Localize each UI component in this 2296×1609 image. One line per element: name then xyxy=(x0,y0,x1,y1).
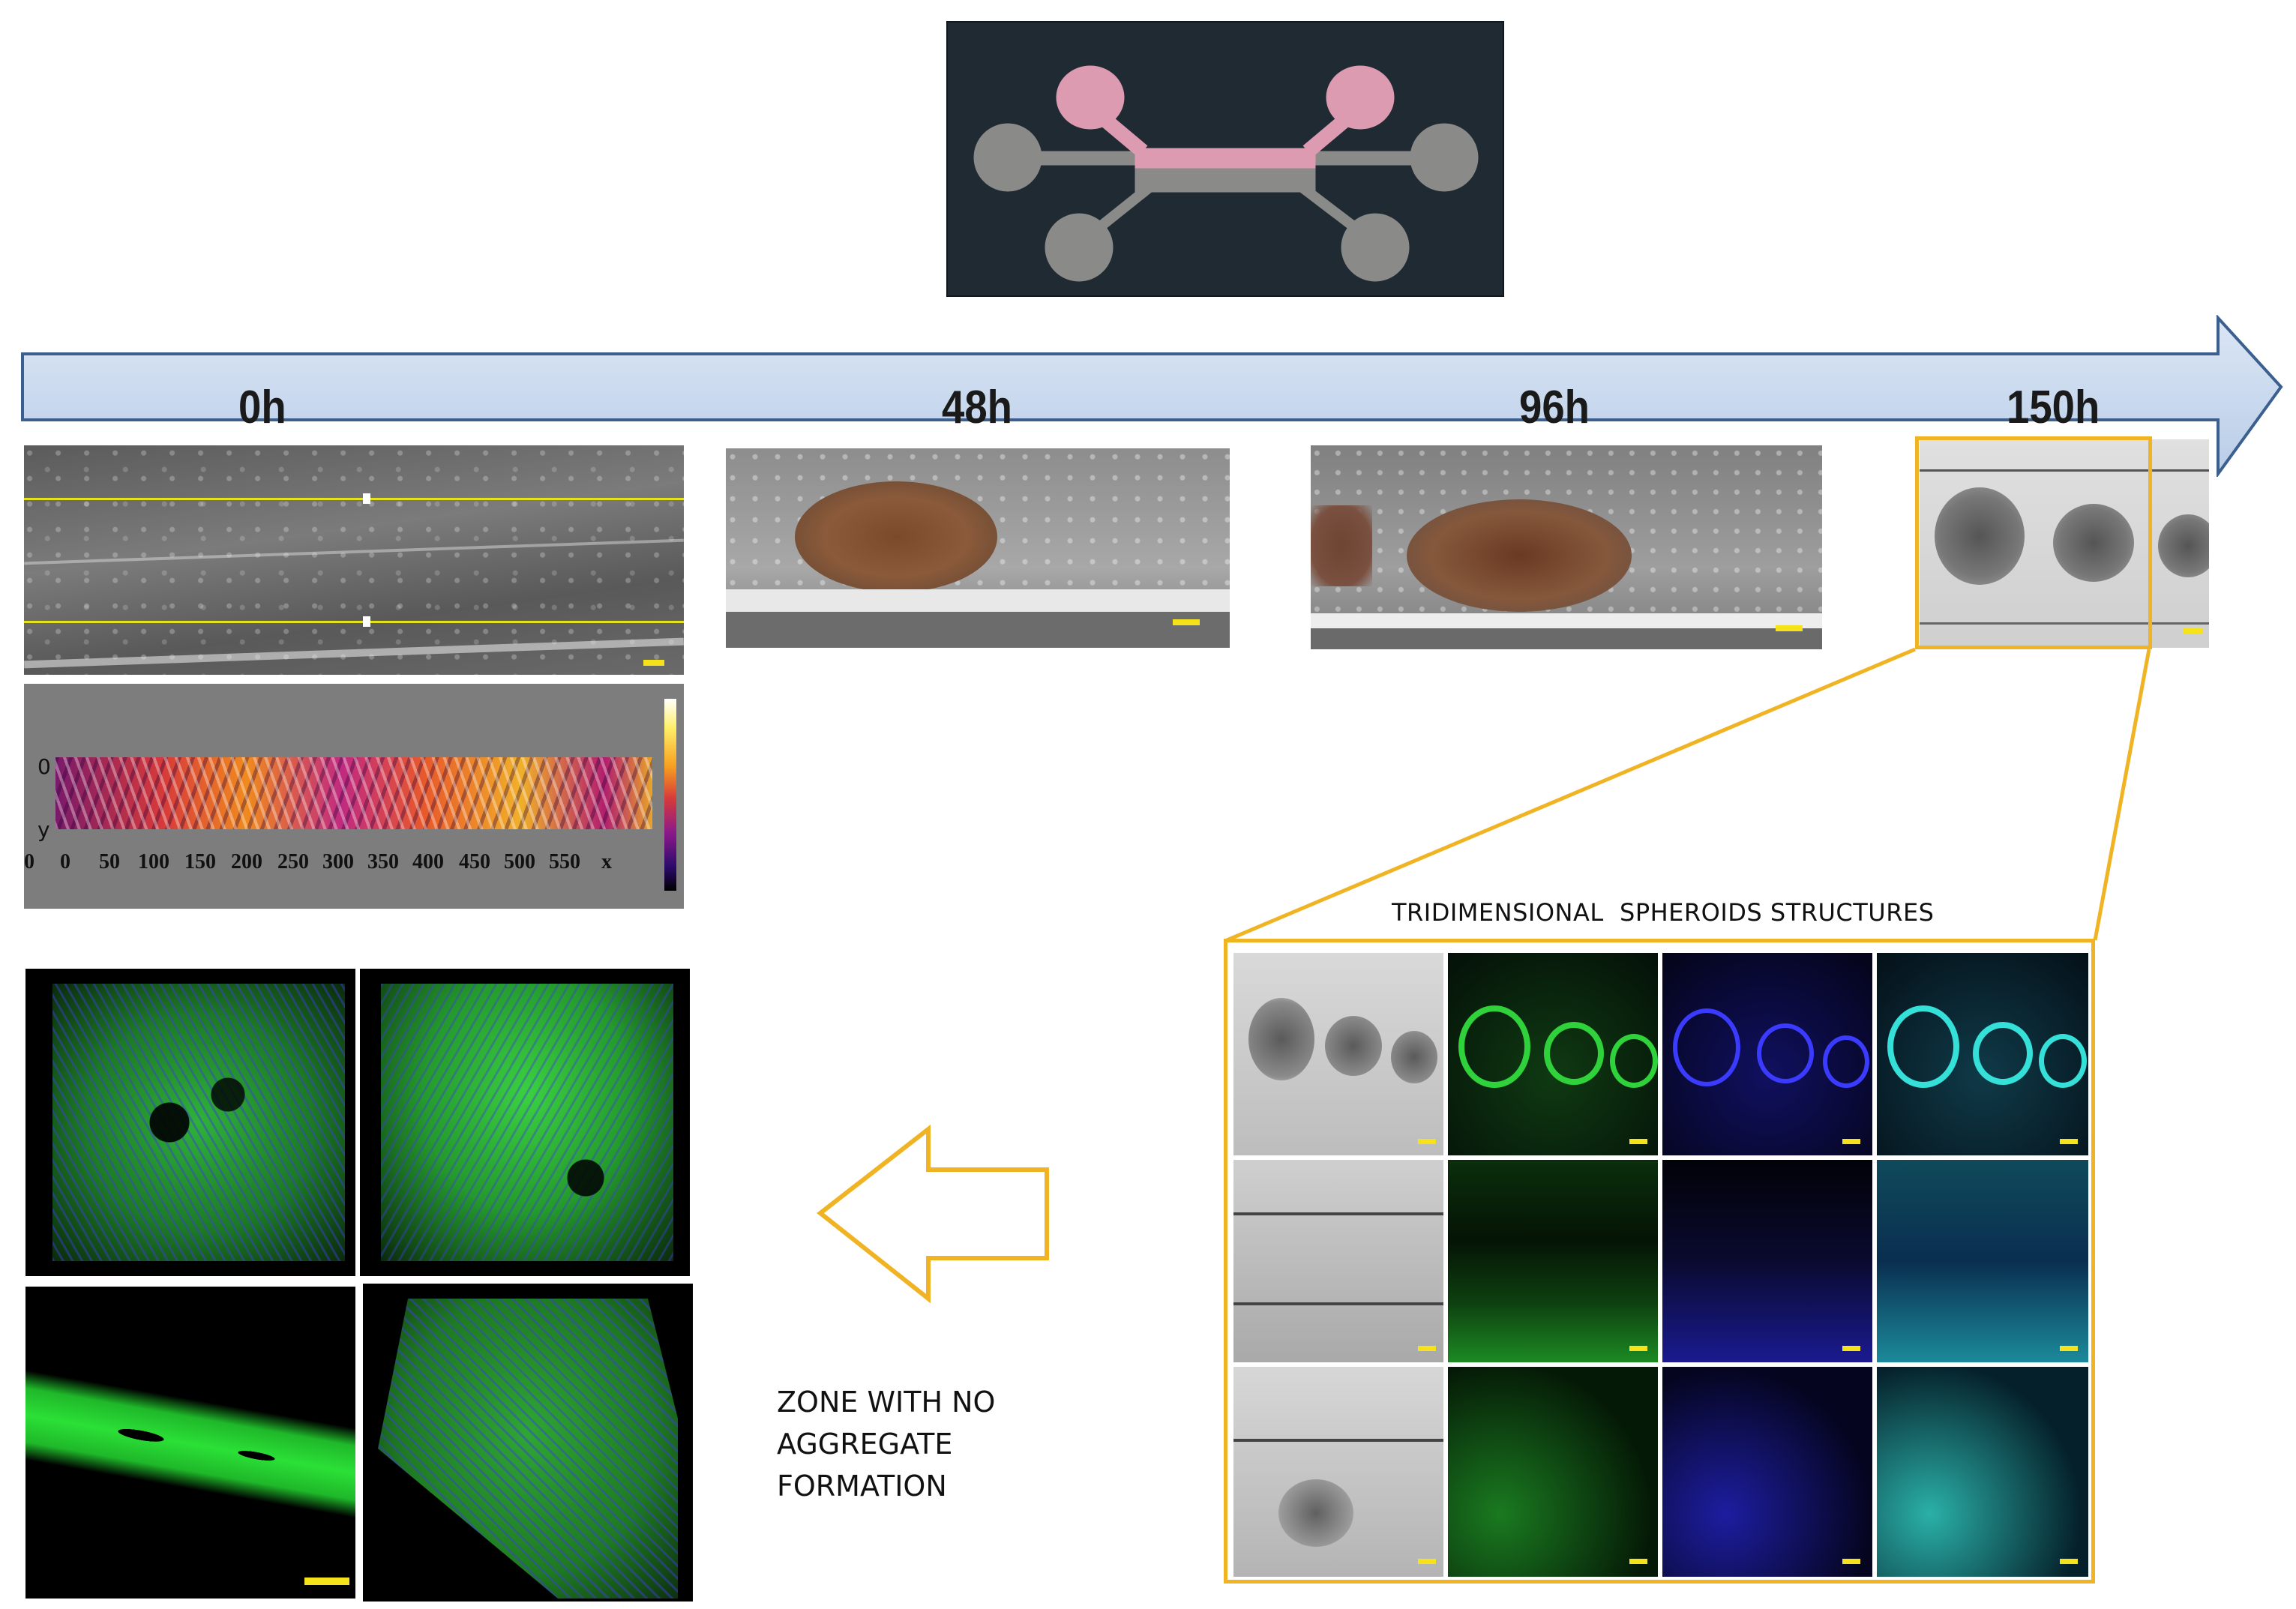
confocal-image xyxy=(363,1284,693,1602)
micrograph-96h xyxy=(1311,445,1822,649)
blue-fluorescence-image xyxy=(1662,1160,1872,1362)
x-tick: 200 xyxy=(231,850,262,873)
zone-caption: ZONE WITH NO AGGREGATE FORMATION xyxy=(777,1381,995,1507)
y-axis-tick: 0 xyxy=(37,754,51,779)
confocal-image xyxy=(360,969,690,1276)
scale-bar xyxy=(1173,619,1200,625)
x-tick: 500 xyxy=(504,850,535,873)
x-tick: 350 xyxy=(367,850,399,873)
scale-bar xyxy=(2060,1139,2078,1144)
x-tick: 400 xyxy=(412,850,444,873)
scale-bar xyxy=(1842,1346,1860,1351)
x-tick: 0 xyxy=(60,850,70,873)
timeline-arrow-icon xyxy=(21,315,2286,477)
scale-bar xyxy=(304,1578,349,1585)
bright-field-image xyxy=(1233,1367,1443,1577)
scale-bar xyxy=(1842,1559,1860,1564)
scale-bar xyxy=(1418,1346,1436,1351)
scale-bar xyxy=(1418,1139,1436,1144)
micrograph-150h xyxy=(1920,439,2209,648)
zoom-connector xyxy=(1226,647,2151,942)
confocal-image xyxy=(25,1287,355,1599)
micrograph-48h xyxy=(726,448,1230,648)
x-tick: 450 xyxy=(459,850,490,873)
x-tick: 300 xyxy=(322,850,354,873)
merged-fluorescence-image xyxy=(1877,1160,2088,1362)
heatmap xyxy=(55,757,652,829)
x-axis-ticks: 0 0 50 100 150 200 250 300 350 400 450 5… xyxy=(24,850,639,880)
scale-bar xyxy=(1629,1139,1647,1144)
left-arrow-icon xyxy=(817,1125,1049,1304)
timeline-label-0h: 0h xyxy=(238,382,286,433)
scale-bar xyxy=(2184,628,2203,634)
merged-fluorescence-image xyxy=(1877,1367,2088,1577)
x-tick: 50 xyxy=(99,850,120,873)
microfluidic-chip-icon xyxy=(946,21,1504,297)
bright-field-image xyxy=(1233,953,1443,1155)
x-tick: 250 xyxy=(277,850,309,873)
y-axis-label: y xyxy=(37,817,50,842)
scale-bar xyxy=(2060,1559,2078,1564)
timeline-label-96h: 96h xyxy=(1519,382,1590,433)
zone-caption-line: ZONE WITH NO xyxy=(777,1386,996,1419)
micrograph-0h xyxy=(24,445,684,675)
blue-fluorescence-image xyxy=(1662,953,1872,1155)
scale-bar xyxy=(1629,1346,1647,1351)
scale-bar xyxy=(1776,625,1803,631)
spheroids-title: TRIDIMENSIONAL SPHEROIDS STRUCTURES xyxy=(1392,898,1935,927)
timeline-label-150h: 150h xyxy=(2007,382,2100,433)
color-scale xyxy=(664,699,676,891)
highlight-box xyxy=(1915,436,2152,649)
x-tick: 0 xyxy=(24,850,34,873)
x-axis-label: x xyxy=(601,850,612,873)
green-fluorescence-image xyxy=(1448,1160,1658,1362)
merged-fluorescence-image xyxy=(1877,953,2088,1155)
green-fluorescence-image xyxy=(1448,1367,1658,1577)
scale-bar xyxy=(1418,1559,1436,1564)
spheroids-grid xyxy=(1224,939,2095,1584)
blue-fluorescence-image xyxy=(1662,1367,1872,1577)
zone-caption-line: AGGREGATE xyxy=(777,1428,953,1461)
confocal-image xyxy=(25,969,355,1276)
x-tick: 550 xyxy=(549,850,580,873)
timeline-label-48h: 48h xyxy=(942,382,1013,433)
heatmap-panel: 0 y 0 0 50 100 150 200 250 300 350 400 4… xyxy=(24,684,684,909)
zone-caption-line: FORMATION xyxy=(777,1470,947,1503)
scale-bar xyxy=(1842,1139,1860,1144)
x-tick: 150 xyxy=(184,850,216,873)
scale-bar xyxy=(1629,1559,1647,1564)
x-tick: 100 xyxy=(138,850,169,873)
bright-field-image xyxy=(1233,1160,1443,1362)
scale-bar xyxy=(2060,1346,2078,1351)
green-fluorescence-image xyxy=(1448,953,1658,1155)
scale-bar xyxy=(643,660,664,666)
